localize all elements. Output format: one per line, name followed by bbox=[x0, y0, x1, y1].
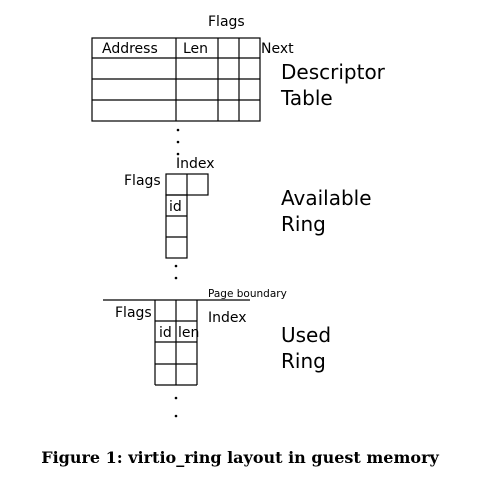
ellipsis-dot bbox=[176, 140, 180, 144]
descriptor-address-label: Address bbox=[102, 41, 158, 57]
available-ring-grid bbox=[165, 173, 209, 259]
ellipsis-dot bbox=[174, 276, 178, 280]
descriptor-title-line1: Descriptor bbox=[281, 60, 386, 84]
used-title-line2: Ring bbox=[281, 349, 326, 373]
descriptor-title-line2: Table bbox=[280, 86, 333, 110]
available-title-line1: Available bbox=[281, 186, 372, 210]
available-flags-label: Flags bbox=[124, 173, 161, 189]
available-continuation-dots bbox=[174, 264, 178, 280]
used-flags-label: Flags bbox=[115, 305, 152, 321]
descriptor-next-label: Next bbox=[261, 41, 294, 57]
used-id-label: id bbox=[159, 325, 172, 341]
used-ring-grid bbox=[154, 300, 198, 386]
descriptor-len-label: Len bbox=[183, 41, 208, 57]
descriptor-table-grid bbox=[91, 37, 261, 122]
page-boundary: Page boundary bbox=[103, 288, 287, 301]
descriptor-table: Flags Address Len Next Descriptor Table bbox=[91, 14, 386, 156]
available-ring: Index Flags id Available Ring bbox=[124, 156, 372, 280]
descriptor-continuation-dots bbox=[176, 128, 180, 156]
available-title-line2: Ring bbox=[281, 212, 326, 236]
ellipsis-dot bbox=[174, 264, 178, 268]
used-continuation-dots bbox=[174, 396, 178, 418]
figure-caption: Figure 1: virtio_ring layout in guest me… bbox=[41, 448, 439, 467]
available-ring-column bbox=[165, 194, 188, 259]
available-id-label: id bbox=[169, 199, 182, 215]
page-boundary-label: Page boundary bbox=[208, 288, 287, 300]
ellipsis-dot bbox=[176, 128, 180, 132]
descriptor-flags-label: Flags bbox=[208, 14, 245, 30]
ellipsis-dot bbox=[174, 396, 178, 400]
used-index-label: Index bbox=[208, 310, 247, 326]
used-title-line1: Used bbox=[281, 323, 331, 347]
ellipsis-dot bbox=[174, 414, 178, 418]
ellipsis-dot bbox=[176, 152, 180, 156]
used-len-label: len bbox=[178, 325, 199, 341]
available-index-label: Index bbox=[176, 156, 215, 172]
used-ring: Flags Index id len Used Ring bbox=[115, 300, 331, 418]
